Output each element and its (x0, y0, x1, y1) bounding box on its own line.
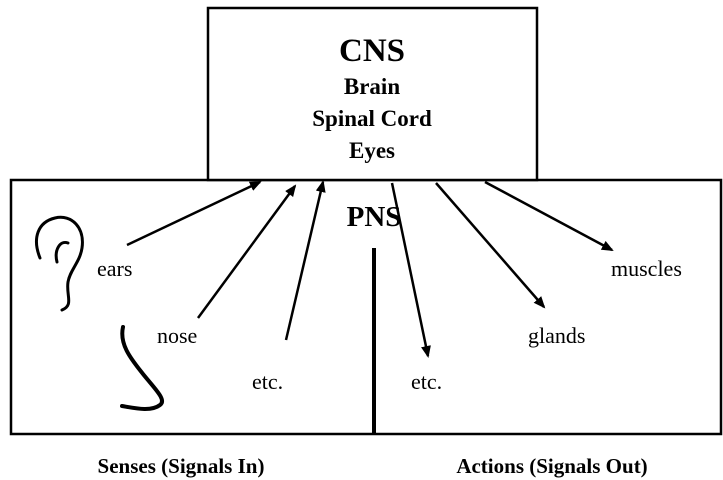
action-label-glands: glands (528, 323, 586, 348)
sense-label-nose: nose (157, 323, 198, 348)
cns-item-spinal-cord: Spinal Cord (312, 106, 432, 131)
action-label-muscles: muscles (611, 256, 682, 281)
nose-icon (120, 325, 164, 411)
pns-title: PNS (346, 201, 402, 233)
sense-label-ears: ears (97, 256, 133, 281)
actions-caption: Actions (Signals Out) (456, 454, 648, 478)
arrow-cns-to-etc-actions (390, 182, 431, 358)
arrow-cns-to-muscles (484, 180, 614, 252)
arrow-ears-to-cns (126, 180, 262, 247)
cns-item-eyes: Eyes (349, 138, 395, 163)
arrow-cns-to-glands (435, 182, 546, 309)
arrow-etc-senses-to-cns (284, 180, 326, 341)
ear-icon (35, 215, 84, 312)
cns-title: CNS (338, 33, 406, 69)
cns-box (206, 6, 539, 182)
action-label-etc: etc. (411, 369, 443, 394)
senses-caption: Senses (Signals In) (97, 454, 265, 478)
sense-label-etc: etc. (252, 369, 284, 394)
arrow-nose-to-cns (196, 184, 297, 319)
cns-item-brain: Brain (343, 74, 401, 99)
